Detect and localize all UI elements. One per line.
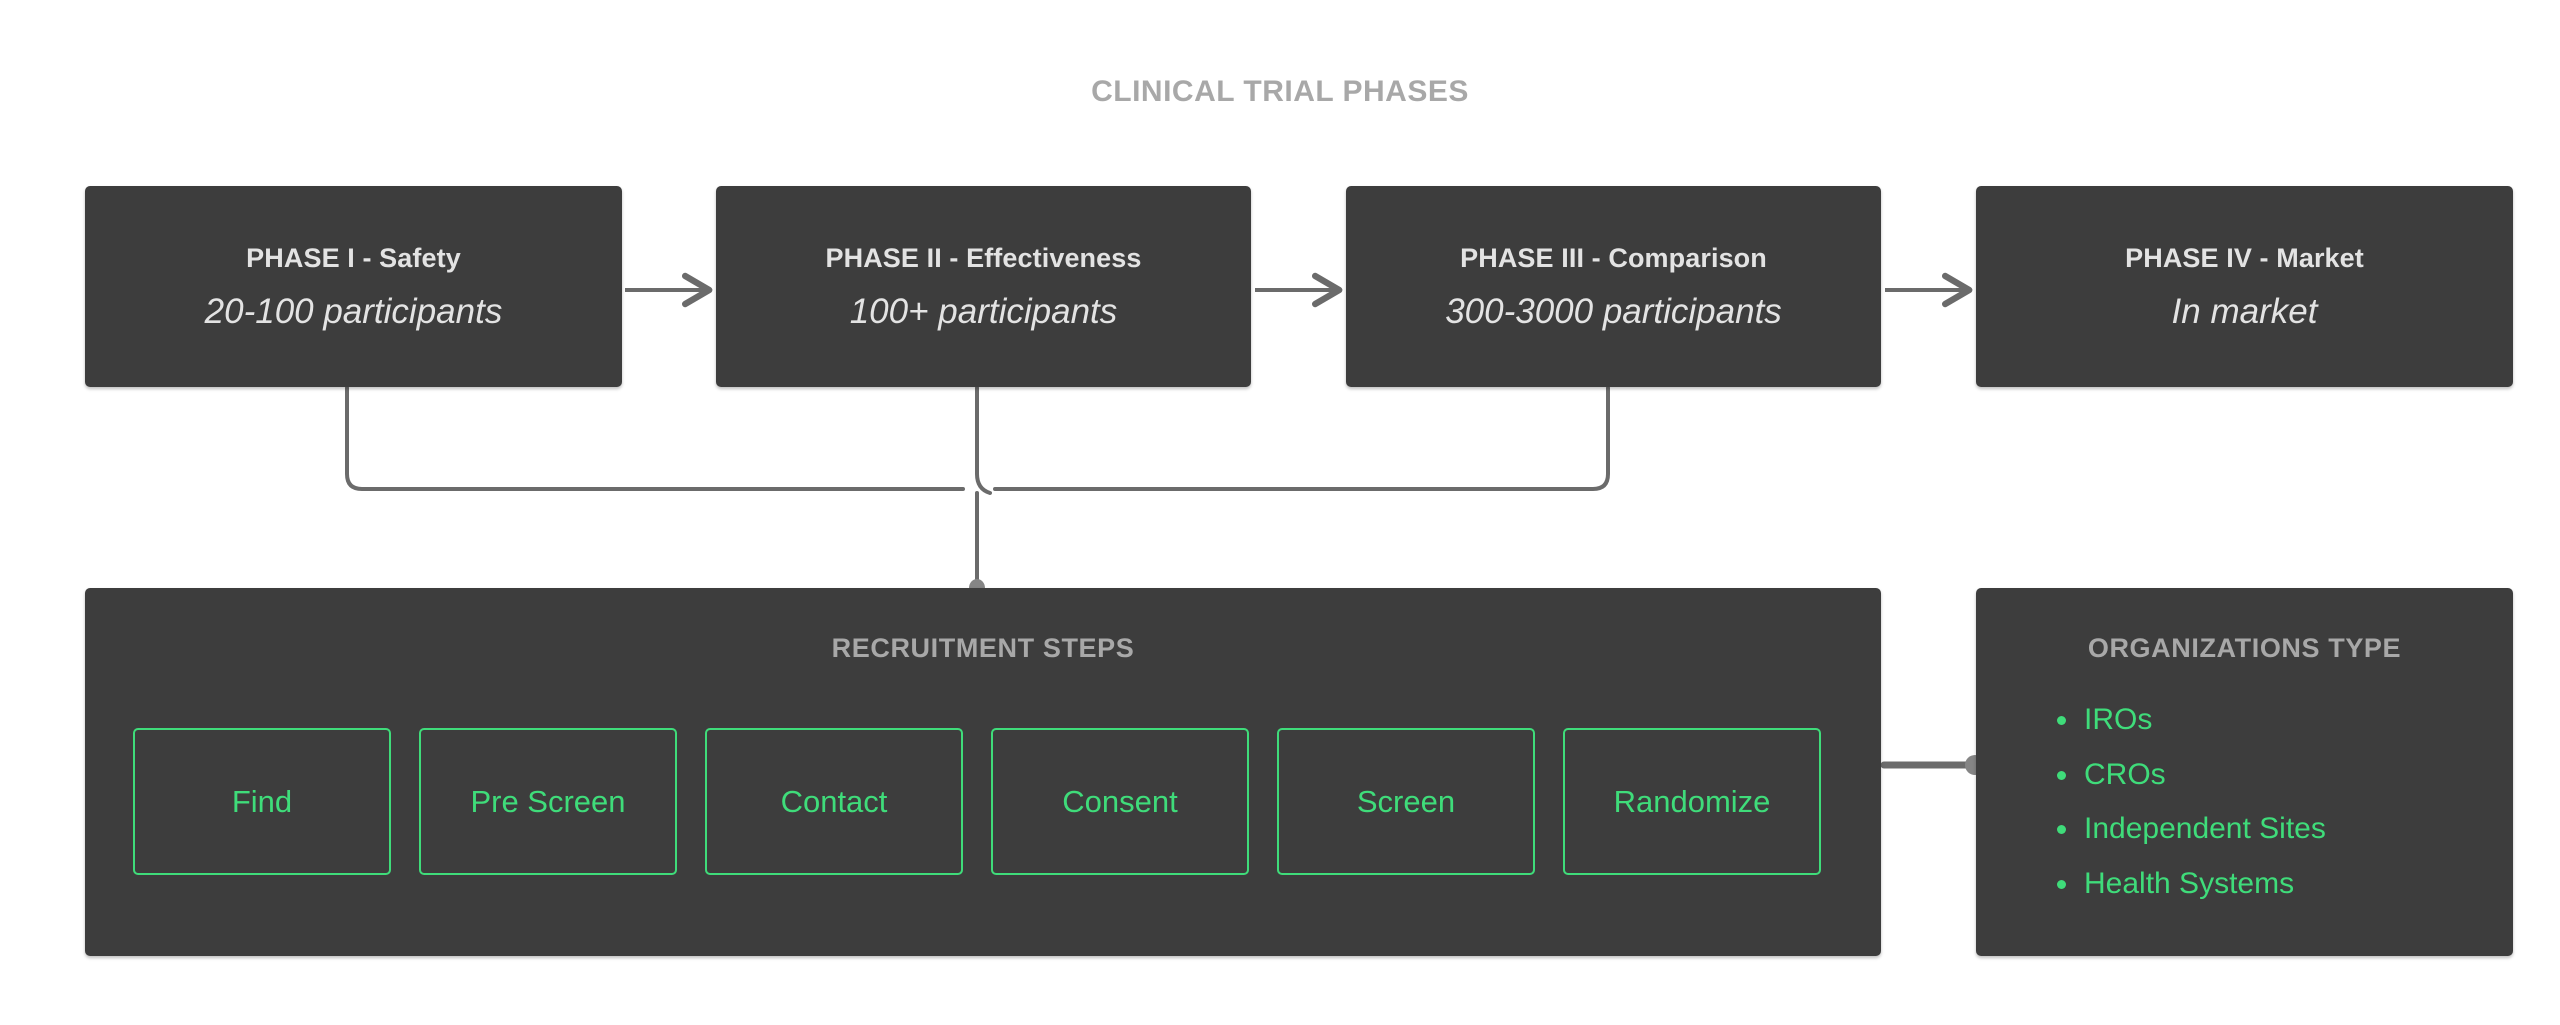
bullet-icon [2057, 770, 2066, 780]
phase-box-3-subtitle: 300-3000 participants [1445, 291, 1782, 331]
phase-box-1-title: PHASE I - Safety [246, 242, 461, 273]
phase-box-4[interactable]: PHASE IV - Market In market [1976, 186, 2513, 387]
recruitment-step-screen[interactable]: Screen [1277, 728, 1535, 875]
recruitment-steps-panel: RECRUITMENT STEPS Find Pre Screen Contac… [85, 588, 1881, 956]
organization-label: Independent Sites [2084, 812, 2326, 845]
list-item[interactable]: Health Systems [2054, 867, 2326, 902]
organization-label: Health Systems [2084, 866, 2295, 900]
recruitment-step-consent[interactable]: Consent [991, 728, 1249, 875]
bullet-icon [2057, 716, 2066, 725]
recruitment-step-contact[interactable]: Contact [705, 728, 963, 875]
recruitment-steps-row: Find Pre Screen Contact Consent Screen R… [133, 728, 1833, 875]
phase-box-2-title: PHASE II - Effectiveness [825, 242, 1142, 273]
page-title: CLINICAL TRIAL PHASES [1091, 75, 1469, 108]
phase-box-1[interactable]: PHASE I - Safety 20-100 participants [85, 186, 622, 387]
organizations-type-panel: ORGANIZATIONS TYPE IROs CROs Independent… [1976, 588, 2513, 956]
list-item[interactable]: Independent Sites [2054, 812, 2326, 847]
phase-box-2-subtitle: 100+ participants [849, 291, 1118, 331]
recruitment-step-label: Randomize [1613, 783, 1771, 819]
recruitment-step-label: Contact [780, 783, 888, 819]
list-item[interactable]: CROs [2054, 758, 2326, 793]
recruitment-steps-heading: RECRUITMENT STEPS [831, 633, 1135, 663]
phase-box-1-subtitle: 20-100 participants [204, 291, 503, 331]
phase-box-3-title: PHASE III - Comparison [1460, 242, 1767, 273]
recruitment-step-find[interactable]: Find [133, 728, 391, 875]
phase-box-3[interactable]: PHASE III - Comparison 300-3000 particip… [1346, 186, 1881, 387]
phase-box-2[interactable]: PHASE II - Effectiveness 100+ participan… [716, 186, 1251, 387]
list-item[interactable]: IROs [2054, 703, 2326, 738]
organization-label: CROs [2084, 757, 2166, 791]
organizations-list: IROs CROs Independent Sites Health Syste… [2054, 703, 2326, 921]
recruitment-step-label: Pre Screen [470, 783, 626, 819]
connector-phase2-to-recruitment [975, 386, 992, 495]
recruitment-step-pre-screen[interactable]: Pre Screen [419, 728, 677, 875]
connector-phase3-to-recruitment [993, 386, 1610, 491]
recruitment-step-randomize[interactable]: Randomize [1563, 728, 1821, 875]
recruitment-step-label: Find [231, 783, 293, 819]
connector-phase1-to-recruitment [345, 386, 965, 491]
phase-box-4-title: PHASE IV - Market [2125, 242, 2364, 273]
phase-box-4-subtitle: In market [2171, 291, 2318, 331]
recruitment-step-label: Screen [1356, 783, 1456, 819]
bullet-icon [2057, 879, 2066, 889]
recruitment-step-label: Consent [1062, 783, 1178, 819]
bullet-icon [2057, 825, 2066, 834]
organization-label: IROs [2084, 703, 2153, 736]
organizations-type-heading: ORGANIZATIONS TYPE [2087, 633, 2402, 663]
